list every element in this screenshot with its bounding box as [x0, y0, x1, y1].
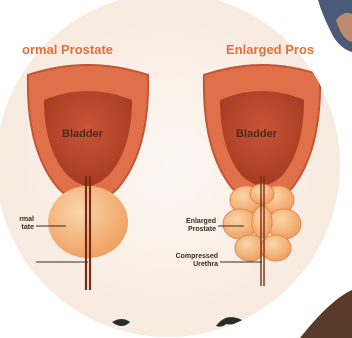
- callout-line: Prostate: [176, 226, 216, 234]
- callout-line: tate: [2, 224, 34, 232]
- callout-line: rmal: [2, 216, 34, 224]
- bladder-label: Bladder: [236, 128, 277, 140]
- normal-prostate-callout: rmal tate: [2, 216, 34, 232]
- normal-prostate-title: ormal Prostate: [22, 42, 113, 57]
- enlarged-prostate-title: Enlarged Pros: [226, 42, 314, 57]
- callout-line: Urethra: [172, 261, 218, 269]
- callout-line: Compressed: [172, 253, 218, 261]
- bladder-label: Bladder: [62, 128, 103, 140]
- normal-prostate-gland: [48, 186, 128, 258]
- compressed-urethra-callout: Compressed Urethra: [172, 253, 218, 269]
- enlarged-prostate-callout: Enlarged Prostate: [176, 218, 216, 234]
- corner-shape: [300, 290, 352, 338]
- callout-line: Enlarged: [176, 218, 216, 226]
- enlarged-prostate-lobes: [223, 184, 301, 261]
